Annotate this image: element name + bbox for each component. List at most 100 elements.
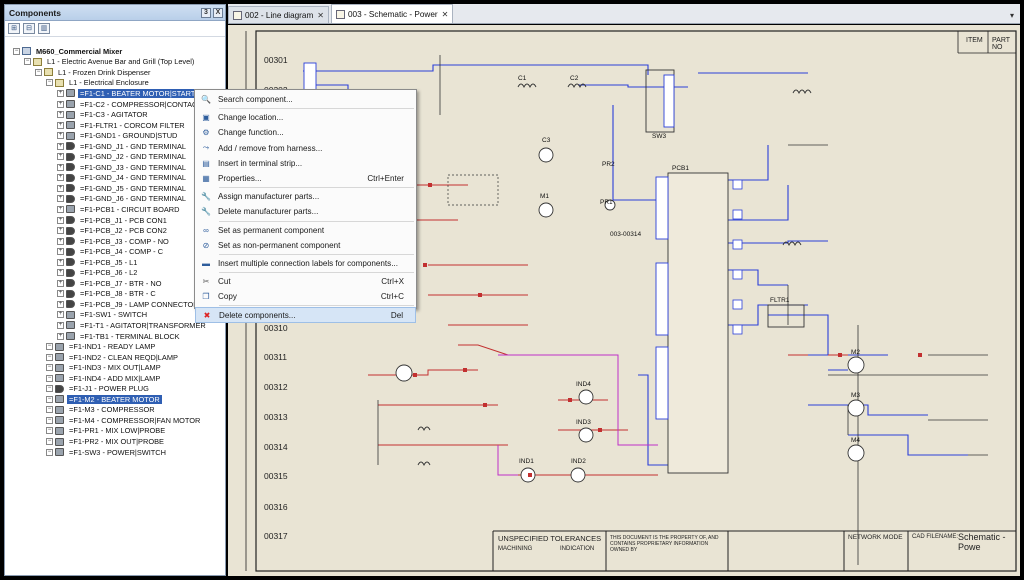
- collapse-toggle-icon[interactable]: −: [46, 416, 53, 424]
- expand-toggle-icon[interactable]: +: [57, 153, 64, 161]
- expand-toggle-icon[interactable]: +: [57, 290, 64, 298]
- tree-item[interactable]: +=F1-GND_J3 - GND TERMINAL: [5, 162, 225, 173]
- menu-item[interactable]: 🔍Search component...: [195, 92, 416, 107]
- menu-item[interactable]: ▬Insert multiple connection labels for c…: [195, 256, 416, 271]
- tree-item[interactable]: −=F1-IND4 - ADD MIX|LAMP: [5, 373, 225, 384]
- collapse-toggle-icon[interactable]: −: [46, 385, 53, 393]
- component-tag[interactable]: FLTR1: [770, 297, 790, 304]
- expand-toggle-icon[interactable]: +: [57, 258, 64, 266]
- component-tag[interactable]: PR1: [600, 199, 613, 206]
- expand-toggle-icon[interactable]: +: [57, 184, 64, 192]
- expand-toggle-icon[interactable]: +: [57, 100, 64, 108]
- tree-item[interactable]: −=F1-PR2 - MIX OUT|PROBE: [5, 436, 225, 447]
- component-tag[interactable]: PCB1: [672, 165, 689, 172]
- tree-item[interactable]: −=F1-SW3 - POWER|SWITCH: [5, 447, 225, 458]
- tree-item[interactable]: +=F1-PCB1 - CIRCUIT BOARD: [5, 204, 225, 215]
- close-tab-icon[interactable]: ✕: [441, 9, 449, 19]
- tree-item[interactable]: +=F1-PCB_J5 - L1: [5, 257, 225, 268]
- component-tag[interactable]: C3: [542, 137, 551, 144]
- tree-item[interactable]: +=F1-PCB_J2 - PCB CON2: [5, 225, 225, 236]
- tree-item[interactable]: +=F1-GND_J4 - GND TERMINAL: [5, 173, 225, 184]
- collapse-toggle-icon[interactable]: −: [46, 79, 53, 87]
- expand-toggle-icon[interactable]: +: [57, 248, 64, 256]
- tree-item[interactable]: −=F1-M4 - COMPRESSOR|FAN MOTOR: [5, 415, 225, 426]
- tree-item[interactable]: +=F1-PCB_J6 - L2: [5, 267, 225, 278]
- tree-item[interactable]: +=F1-SW1 - SWITCH: [5, 310, 225, 321]
- expand-toggle-icon[interactable]: +: [57, 216, 64, 224]
- collapse-toggle-icon[interactable]: −: [46, 427, 53, 435]
- tree-item[interactable]: −=F1-M2 - BEATER MOTOR: [5, 394, 225, 405]
- tree-item[interactable]: +=F1-GND_J2 - GND TERMINAL: [5, 151, 225, 162]
- collapse-toggle-icon[interactable]: −: [46, 438, 53, 445]
- menu-item[interactable]: ▣Change location...: [195, 110, 416, 125]
- tab-schematic-power[interactable]: 003 - Schematic - Power ✕: [330, 4, 454, 23]
- collapse-toggle-icon[interactable]: −: [46, 406, 53, 414]
- tree-item[interactable]: +=F1-PCB_J3 - COMP - NO: [5, 236, 225, 247]
- pin-button[interactable]: 3: [201, 7, 211, 18]
- menu-item[interactable]: ⊘Set as non-permanent component: [195, 238, 416, 253]
- component-tag[interactable]: C1: [518, 75, 527, 82]
- tree-item[interactable]: +=F1-T1 - AGITATOR|TRANSFORMER: [5, 320, 225, 331]
- tree-item[interactable]: −L1 - Electrical Enclosure: [5, 78, 225, 89]
- close-tab-icon[interactable]: ✕: [317, 10, 324, 20]
- collapse-toggle-icon[interactable]: −: [46, 448, 53, 456]
- menu-item[interactable]: 🔧Delete manufacturer parts...: [195, 204, 416, 219]
- expand-toggle-icon[interactable]: +: [57, 121, 64, 129]
- tree-item[interactable]: +=F1-PCB_J1 - PCB CON1: [5, 215, 225, 226]
- expand-toggle-icon[interactable]: +: [57, 89, 64, 97]
- expand-toggle-icon[interactable]: +: [57, 205, 64, 213]
- tree-item[interactable]: +=F1-PCB_J7 - BTR - NO: [5, 278, 225, 289]
- tree-item[interactable]: +=F1-GND1 - GROUND|STUD: [5, 130, 225, 141]
- menu-item[interactable]: ⚙Change function...: [195, 125, 416, 140]
- expand-toggle-icon[interactable]: +: [57, 300, 64, 308]
- expand-all-icon[interactable]: ⊞: [8, 23, 20, 34]
- collapse-toggle-icon[interactable]: −: [46, 395, 53, 403]
- collapse-toggle-icon[interactable]: −: [13, 47, 20, 55]
- tree-item[interactable]: −=F1-M3 - COMPRESSOR: [5, 405, 225, 416]
- filter-icon[interactable]: ▥: [38, 23, 50, 34]
- tree-item[interactable]: −=F1-IND1 - READY LAMP: [5, 341, 225, 352]
- component-tag[interactable]: M3: [851, 392, 861, 399]
- collapse-toggle-icon[interactable]: −: [46, 343, 53, 351]
- tree-item[interactable]: +=F1-FLTR1 - CORCOM FILTER: [5, 120, 225, 131]
- expand-toggle-icon[interactable]: +: [57, 237, 64, 245]
- tree-item[interactable]: −L1 - Electric Avenue Bar and Grill (Top…: [5, 57, 225, 68]
- menu-item[interactable]: 🔧Assign manufacturer parts...: [195, 189, 416, 204]
- expand-toggle-icon[interactable]: +: [57, 195, 64, 203]
- tree-item[interactable]: −L1 - Frozen Drink Dispenser: [5, 67, 225, 78]
- component-tag[interactable]: M4: [851, 437, 861, 444]
- component-tag[interactable]: M1: [540, 193, 550, 200]
- tree-item[interactable]: −=F1-IND3 - MIX OUT|LAMP: [5, 362, 225, 373]
- component-tag[interactable]: PR2: [602, 161, 615, 168]
- menu-item[interactable]: ✖Delete components...Del: [195, 307, 416, 323]
- expand-toggle-icon[interactable]: +: [57, 279, 64, 287]
- collapse-toggle-icon[interactable]: −: [46, 374, 53, 382]
- expand-toggle-icon[interactable]: +: [57, 174, 64, 182]
- expand-toggle-icon[interactable]: +: [57, 227, 64, 235]
- collapse-toggle-icon[interactable]: −: [46, 364, 53, 372]
- tree-item[interactable]: −=F1-IND2 - CLEAN REQD|LAMP: [5, 352, 225, 363]
- tab-line-diagram[interactable]: 002 - Line diagram ✕: [228, 6, 329, 23]
- tree-item[interactable]: +=F1-PCB_J4 - COMP - C: [5, 246, 225, 257]
- tree-item[interactable]: +=F1-C2 - COMPRESSOR|CONTACTOR: [5, 99, 225, 110]
- expand-toggle-icon[interactable]: +: [57, 321, 64, 329]
- tree-item[interactable]: −=F1-J1 - POWER PLUG: [5, 384, 225, 395]
- tree-item[interactable]: +=F1-PCB_J8 - BTR - C: [5, 289, 225, 300]
- expand-toggle-icon[interactable]: +: [57, 132, 64, 140]
- expand-toggle-icon[interactable]: +: [57, 332, 64, 340]
- tree-item[interactable]: +=F1-C3 - AGITATOR: [5, 109, 225, 120]
- expand-toggle-icon[interactable]: +: [57, 111, 64, 119]
- menu-item[interactable]: ▤Insert in terminal strip...: [195, 156, 416, 171]
- expand-toggle-icon[interactable]: +: [57, 311, 64, 319]
- expand-toggle-icon[interactable]: +: [57, 163, 64, 171]
- tree-item[interactable]: +=F1-TB1 - TERMINAL BLOCK: [5, 331, 225, 342]
- menu-item[interactable]: ∞Set as permanent component: [195, 223, 416, 238]
- tree-item[interactable]: +=F1-GND_J1 - GND TERMINAL: [5, 141, 225, 152]
- close-panel-button[interactable]: X: [213, 7, 223, 18]
- expand-toggle-icon[interactable]: +: [57, 269, 64, 277]
- expand-toggle-icon[interactable]: +: [57, 142, 64, 150]
- component-tag[interactable]: IND4: [576, 381, 591, 388]
- collapse-toggle-icon[interactable]: −: [35, 68, 42, 76]
